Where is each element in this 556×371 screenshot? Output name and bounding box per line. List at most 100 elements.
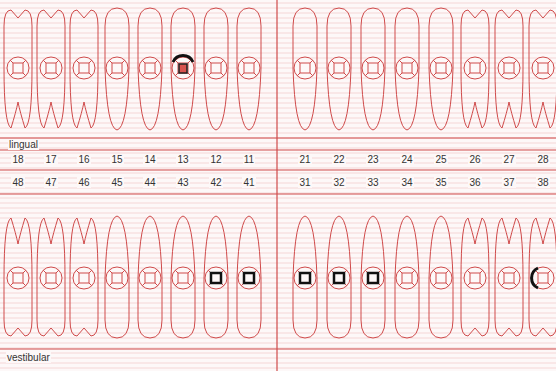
surface-divider [10, 283, 13, 286]
surface-divider [23, 60, 26, 63]
ruling-line [0, 338, 556, 339]
surface-divider [155, 270, 158, 273]
occlusal-square [244, 273, 254, 283]
tooth-number: 21 [298, 154, 311, 165]
tooth-number: 41 [242, 177, 255, 188]
surface-divider [310, 73, 313, 76]
tooth-outline [237, 8, 261, 130]
occlusal-square [145, 63, 155, 73]
tooth-number: 26 [468, 154, 481, 165]
ruling-line [0, 128, 556, 129]
surface-divider [501, 73, 504, 76]
ruling-line [0, 248, 556, 249]
occlusal-square [504, 273, 514, 283]
tooth-outline [293, 216, 317, 338]
tooth-surface-circle [40, 57, 62, 79]
surface-divider [331, 60, 334, 63]
filling-mark [179, 64, 187, 73]
tooth-surface-circle [172, 267, 194, 289]
ruling-line [0, 333, 556, 334]
surface-divider [155, 73, 158, 76]
filling-mark [300, 273, 310, 283]
tooth-outline [395, 216, 419, 338]
surface-divider [175, 270, 178, 273]
ruling-line [0, 53, 556, 54]
ruling-line [0, 13, 556, 14]
tooth-outline [4, 218, 32, 336]
ruling-line [0, 363, 556, 364]
ruling-line [0, 223, 556, 224]
surface-divider [142, 73, 145, 76]
surface-divider [109, 270, 112, 273]
tooth-outline [529, 218, 556, 336]
tooth-surface-circle [238, 57, 260, 79]
tooth-number: 27 [502, 154, 515, 165]
ruling-line [0, 358, 556, 359]
ruling-line [0, 203, 556, 204]
surface-divider [344, 60, 347, 63]
surface-divider [76, 283, 79, 286]
surface-divider [122, 283, 125, 286]
filling-mark [334, 273, 344, 283]
surface-divider [378, 60, 381, 63]
occlusal-square [334, 273, 344, 283]
ruling-line [0, 143, 556, 144]
surface-divider [241, 73, 244, 76]
ruling-line [0, 198, 556, 199]
surface-divider [122, 60, 125, 63]
tooth-outline [529, 10, 556, 128]
surface-divider [480, 73, 483, 76]
tooth-surface-circle [362, 267, 384, 289]
occlusal-square [538, 273, 548, 283]
ruling-line [0, 313, 556, 314]
surface-divider [446, 283, 449, 286]
surface-divider [365, 60, 368, 63]
occlusal-square [334, 63, 344, 73]
ruling-line [0, 118, 556, 119]
tooth-outline [293, 8, 317, 130]
ruling-line [0, 323, 556, 324]
occlusal-square [145, 273, 155, 283]
filling-mark [244, 273, 254, 283]
tooth-outline [138, 216, 162, 338]
surface-divider [412, 283, 415, 286]
surface-divider [76, 270, 79, 273]
ruling-line [0, 308, 556, 309]
surface-divider [188, 60, 191, 63]
tooth-surface-circle [396, 267, 418, 289]
surface-divider [56, 283, 59, 286]
ruling-line [0, 348, 556, 349]
surface-divider [43, 60, 46, 63]
tooth-surface-circle [139, 267, 161, 289]
ruling-line [0, 43, 556, 44]
surface-divider [142, 270, 145, 273]
tooth-surface-circle [238, 267, 260, 289]
chart-rule [0, 349, 556, 350]
occlusal-square [436, 63, 446, 73]
ruling-line [0, 148, 556, 149]
surface-divider [109, 283, 112, 286]
surface-divider [399, 270, 402, 273]
occlusal-square [112, 273, 122, 283]
tooth-outline [171, 216, 195, 338]
tooth-outline [4, 10, 32, 128]
occlusal-square [211, 63, 221, 73]
surface-divider [514, 60, 517, 63]
ruling-line [0, 228, 556, 229]
surface-divider [10, 73, 13, 76]
ruling-line [0, 293, 556, 294]
surface-divider [501, 270, 504, 273]
surface-divider [56, 73, 59, 76]
ruling-line [0, 133, 556, 134]
surface-divider [480, 270, 483, 273]
tooth-surface-circle [7, 267, 29, 289]
ruling-line [0, 83, 556, 84]
surface-divider [188, 270, 191, 273]
occlusal-square [46, 273, 56, 283]
surface-divider [175, 73, 178, 76]
surface-divider [399, 283, 402, 286]
chart-rule [0, 194, 556, 195]
tooth-outline [37, 10, 65, 128]
surface-divider [514, 270, 517, 273]
